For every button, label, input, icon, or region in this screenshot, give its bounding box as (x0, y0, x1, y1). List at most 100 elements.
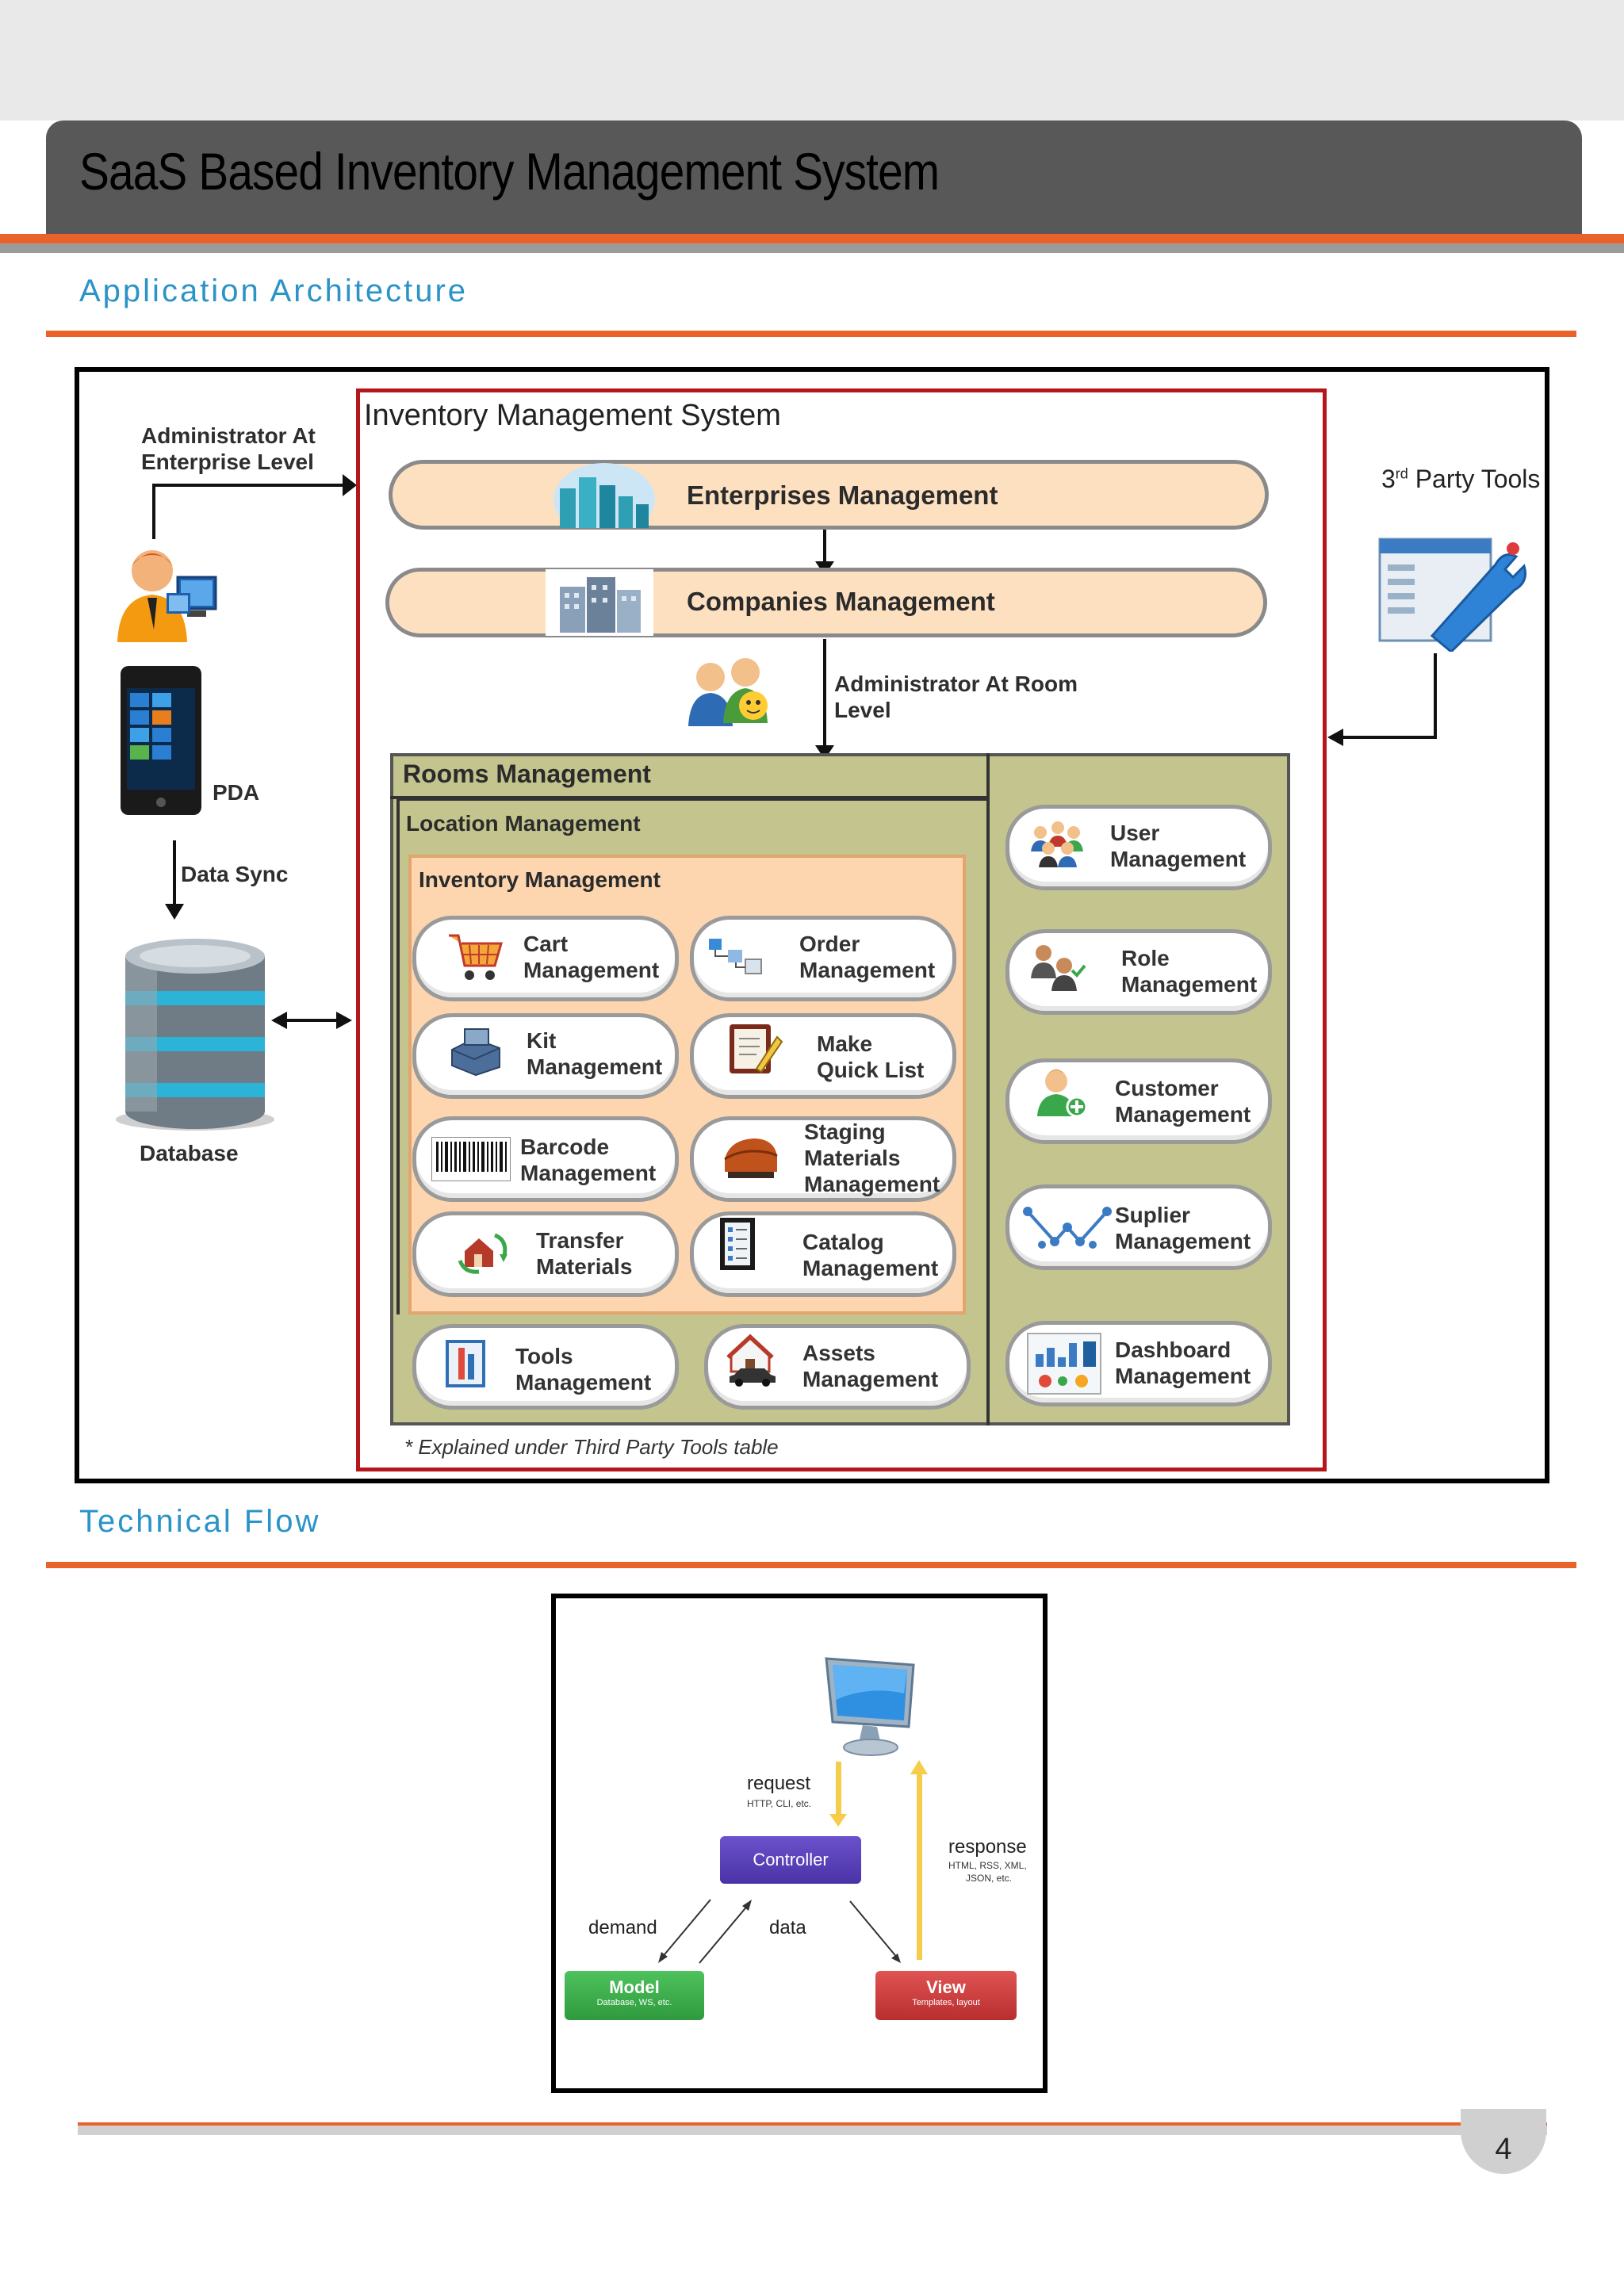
title-bar (46, 121, 1582, 234)
arrow-ent-to-comp (823, 530, 826, 566)
view-sub: Templates, layout (912, 1998, 980, 2007)
module-line2: Management (1110, 847, 1247, 871)
companies-management (385, 568, 1267, 637)
module-line1: Suplier (1115, 1203, 1190, 1227)
order-flow-icon (709, 939, 762, 974)
toolkit-case-icon (451, 1028, 500, 1077)
third-party-prefix: 3 (1381, 465, 1396, 493)
module-line1: Role (1121, 946, 1170, 970)
arrowhead-down-icon (829, 1814, 847, 1827)
module-line2: Management (1115, 1364, 1251, 1388)
dashboard-chart-icon (1027, 1333, 1101, 1395)
module-line2: Management (1121, 972, 1258, 997)
arrow-admin-up (152, 485, 155, 539)
arrowhead-right-icon (343, 474, 357, 496)
module-line1: Barcode (520, 1135, 610, 1159)
module-line1: Transfer (536, 1228, 624, 1253)
staging-shelf-icon (724, 1138, 778, 1178)
ims-title: Inventory Management System (364, 399, 781, 432)
module-line1: Cart (523, 932, 569, 956)
module-line2: Management (527, 1054, 663, 1079)
admin-room-line1: Administrator At Room (834, 672, 1078, 696)
admin-room-label: Administrator At Room Level (834, 671, 1078, 723)
response-label: response (948, 1836, 1027, 1858)
cart-management-label: Cart Management (523, 931, 659, 983)
assets-house-car-icon (726, 1334, 776, 1387)
assets-management-label: Assets Management (802, 1340, 938, 1392)
admin-group-icon (688, 658, 768, 726)
header-rule-grey (0, 243, 1624, 253)
view-label: View (926, 1977, 966, 1997)
module-line2: Management (802, 1256, 939, 1280)
arrowhead-down-icon (165, 904, 184, 920)
role-people-icon (1031, 945, 1086, 991)
model-sub: Database, WS, etc. (596, 1998, 672, 2007)
data-label: data (769, 1917, 806, 1938)
admin-enterprise-label: Administrator At Enterprise Level (141, 423, 316, 475)
admin-room-line2: Level (834, 698, 891, 722)
module-line2: Management (802, 1367, 939, 1391)
transfer-materials-label: Transfer Materials (536, 1227, 632, 1280)
customer-add-icon (1037, 1070, 1088, 1118)
module-line1: Staging (804, 1119, 886, 1144)
city-buildings-icon (553, 463, 655, 528)
monitor-icon (825, 1657, 915, 1756)
header-rule-orange (0, 234, 1624, 243)
shopping-cart-icon (449, 934, 503, 980)
model-box: Model Database, WS, etc. (565, 1971, 704, 2020)
request-arrow (836, 1762, 841, 1817)
checklist-pencil-icon (730, 1024, 783, 1073)
admin-enterprise-line1: Administrator At (141, 423, 316, 448)
arrow-admin-right (152, 484, 346, 487)
module-line1: Kit (527, 1028, 557, 1053)
module-line1: Catalog (802, 1230, 884, 1254)
view-box: View Templates, layout (875, 1971, 1017, 2020)
user-management-label: User Management (1110, 820, 1246, 872)
module-line1: Order (799, 932, 860, 956)
third-party-label: 3rd Party Tools (1381, 465, 1540, 494)
supplier-management-label: Suplier Management (1115, 1202, 1251, 1254)
enterprises-management (389, 460, 1269, 530)
module-line2: Management (799, 958, 936, 982)
module-line2: Management (523, 958, 660, 982)
module-line2: Materials (804, 1146, 901, 1170)
data-sync-arrow (173, 840, 176, 907)
tools-document-icon (446, 1340, 485, 1387)
module-line1: User (1110, 821, 1160, 845)
module-line1: Customer (1115, 1076, 1219, 1100)
module-line2: Management (1115, 1229, 1251, 1253)
barcode-icon (431, 1137, 511, 1181)
customer-management-label: Customer Management (1115, 1075, 1251, 1127)
kit-management-label: Kit Management (527, 1027, 662, 1080)
section-title-flow: Technical Flow (79, 1504, 321, 1539)
module-line3: Management (804, 1172, 940, 1196)
module-line2: Management (520, 1161, 657, 1185)
tools-wrench-icon (1378, 538, 1526, 652)
transfer-house-icon (458, 1233, 508, 1274)
response-sub2: JSON, etc. (966, 1873, 1013, 1884)
role-management-label: Role Management (1121, 945, 1257, 997)
third-party-sup: rd (1395, 465, 1408, 482)
data-sync-label: Data Sync (181, 862, 289, 886)
db-link-line (284, 1019, 339, 1022)
supplier-management-module (1005, 1184, 1272, 1270)
response-arrow (917, 1773, 922, 1960)
cart-management-module (412, 916, 679, 1001)
location-top-rule (396, 798, 986, 801)
supplier-network-icon (1023, 1207, 1112, 1249)
demand-label: demand (588, 1917, 657, 1938)
location-label: Location Management (406, 811, 641, 836)
inventory-label: Inventory Management (419, 867, 661, 892)
module-line1: Dashboard (1115, 1337, 1231, 1362)
module-line2: Materials (536, 1254, 633, 1279)
ims-frame (356, 388, 1327, 1471)
footnote: * Explained under Third Party Tools tabl… (404, 1435, 779, 1459)
database-label: Database (140, 1141, 239, 1165)
arrowhead-left-icon (1327, 729, 1343, 746)
order-management-label: Order Management (799, 931, 935, 983)
response-sub1: HTML, RSS, XML, (948, 1860, 1027, 1871)
module-line2: Quick List (817, 1058, 925, 1082)
arrowhead-up-icon (910, 1760, 928, 1774)
rooms-label: Rooms Management (403, 760, 651, 788)
rooms-divider (986, 753, 990, 1425)
